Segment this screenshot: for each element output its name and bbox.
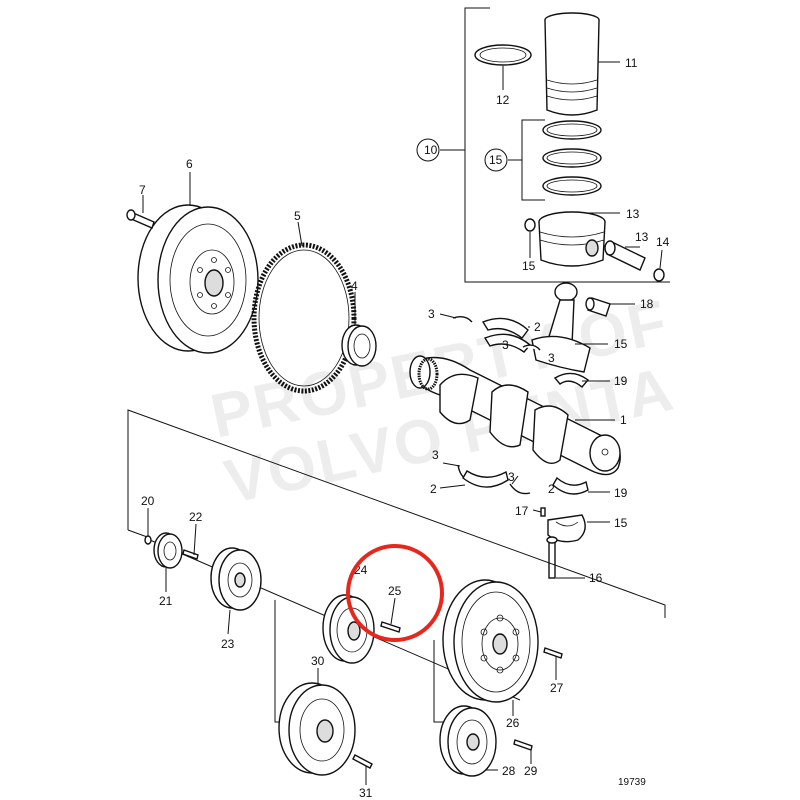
callout-labels: 11 12 10 15 13 13 14 15 18 15 19 1 6 7 5… bbox=[139, 56, 670, 800]
pulley-bolt-30 bbox=[352, 754, 373, 769]
callout-16: 16 bbox=[589, 571, 603, 585]
highlight-circle bbox=[346, 544, 444, 642]
crankshaft-pulley bbox=[210, 547, 262, 611]
piston-rings bbox=[542, 120, 602, 196]
callout-18: 18 bbox=[640, 297, 654, 311]
callout-19-upper: 19 bbox=[614, 374, 628, 388]
ring-gear bbox=[251, 242, 357, 394]
piston-kit-bracket bbox=[440, 7, 670, 283]
callout-23: 23 bbox=[221, 637, 235, 651]
callout-3-c: 3 bbox=[548, 351, 555, 365]
callout-4: 4 bbox=[351, 279, 358, 293]
callout-2-b: 2 bbox=[430, 482, 437, 496]
callout-22: 22 bbox=[189, 510, 203, 524]
small-pulley bbox=[439, 705, 497, 777]
callout-19-lower: 19 bbox=[614, 486, 628, 500]
callout-2-a: 2 bbox=[534, 320, 541, 334]
conrod-bearing-upper bbox=[553, 372, 590, 388]
callout-7: 7 bbox=[139, 183, 146, 197]
pulley-bolt-26 bbox=[543, 647, 563, 659]
alternate-pulley bbox=[278, 682, 356, 776]
callout-13-right: 14 bbox=[656, 235, 670, 249]
callout-26: 26 bbox=[506, 716, 520, 730]
callout-2-c: 2 bbox=[548, 482, 555, 496]
circlip-left bbox=[524, 218, 536, 232]
thrust-washer-lower-2 bbox=[509, 483, 531, 495]
callout-14-circle bbox=[484, 148, 508, 172]
piston-pin bbox=[604, 240, 646, 271]
piston bbox=[538, 211, 606, 267]
callout-3-a: 3 bbox=[428, 307, 435, 321]
main-bearing-upper-1 bbox=[481, 317, 529, 339]
callout-12: 13 bbox=[635, 230, 649, 244]
drawing-number: 19739 bbox=[618, 777, 646, 788]
callout-30: 30 bbox=[311, 654, 325, 668]
cylinder-liner bbox=[544, 12, 600, 116]
hub-screw bbox=[182, 549, 199, 560]
callout-21: 21 bbox=[159, 594, 173, 608]
front-hub bbox=[153, 532, 183, 569]
flywheel bbox=[137, 204, 259, 354]
connecting-rod-bushing bbox=[585, 297, 611, 317]
callout-15-lower: 15 bbox=[614, 516, 628, 530]
connecting-rod bbox=[531, 282, 591, 373]
callout-11: 13 bbox=[626, 207, 640, 221]
callout-5: 5 bbox=[294, 209, 301, 223]
circlip-right bbox=[653, 268, 665, 282]
callout-6: 6 bbox=[186, 157, 193, 171]
callout-15-upper: 15 bbox=[614, 337, 628, 351]
thrust-washer-upper-2 bbox=[522, 344, 541, 351]
pulley-bolt-28 bbox=[513, 739, 533, 751]
callout-3-d: 3 bbox=[432, 448, 439, 462]
liner-seal-ring bbox=[474, 44, 532, 66]
callout-31: 31 bbox=[359, 786, 373, 800]
damper-bolt bbox=[380, 621, 401, 633]
callout-9: 11 bbox=[625, 56, 638, 70]
callout-20: 20 bbox=[141, 494, 155, 508]
rear-crankshaft-seal bbox=[341, 324, 377, 367]
vibration-damper bbox=[322, 594, 375, 664]
callout-8-circle bbox=[416, 138, 440, 162]
flywheel-bolt bbox=[126, 209, 155, 229]
callout-3-e: 3 bbox=[508, 470, 515, 484]
hub-plug bbox=[144, 535, 152, 545]
callout-29: 29 bbox=[524, 764, 538, 778]
large-pulley bbox=[442, 579, 539, 703]
callout-28: 28 bbox=[502, 764, 516, 778]
callout-1: 1 bbox=[620, 413, 627, 427]
main-bearing-upper-2 bbox=[483, 333, 531, 353]
main-bearing-lower-1 bbox=[462, 470, 509, 488]
leader-lines bbox=[142, 61, 663, 785]
bearing-shells bbox=[452, 315, 590, 495]
callout-25: 25 bbox=[388, 584, 402, 598]
callout-14: 15 bbox=[489, 153, 503, 167]
crankshaft bbox=[409, 355, 621, 476]
callout-27: 27 bbox=[550, 681, 564, 695]
connecting-rod-bolt bbox=[546, 536, 558, 579]
callout-8: 10 bbox=[424, 143, 438, 157]
callout-3-b: 3 bbox=[502, 338, 509, 352]
conrod-bearing-lower bbox=[552, 476, 589, 495]
callout-17: 17 bbox=[515, 504, 529, 518]
dowel-pin bbox=[540, 507, 546, 517]
callout-13-left: 15 bbox=[522, 259, 536, 273]
callout-10: 12 bbox=[496, 93, 510, 107]
